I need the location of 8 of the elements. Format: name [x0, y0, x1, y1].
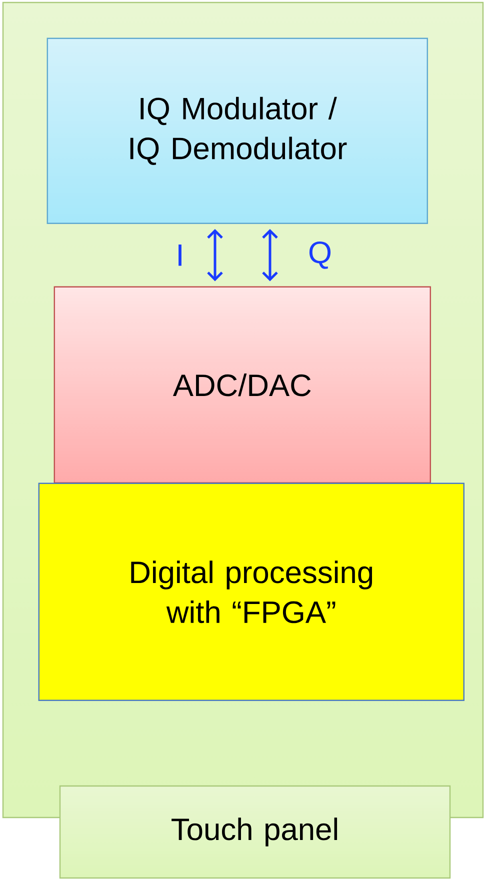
- panel-box: Touch panel: [59, 785, 451, 879]
- edge-label: I: [178, 244, 182, 266]
- double-arrow: [262, 229, 278, 282]
- converter-box: ADC/DAC: [54, 286, 431, 484]
- edge-label: Q: [309, 241, 331, 269]
- processing-box: Digital processing with “FPGA”: [38, 482, 464, 701]
- module-box: IQ Modulator / IQ Demodulator: [46, 38, 428, 224]
- double-arrow: [207, 229, 223, 282]
